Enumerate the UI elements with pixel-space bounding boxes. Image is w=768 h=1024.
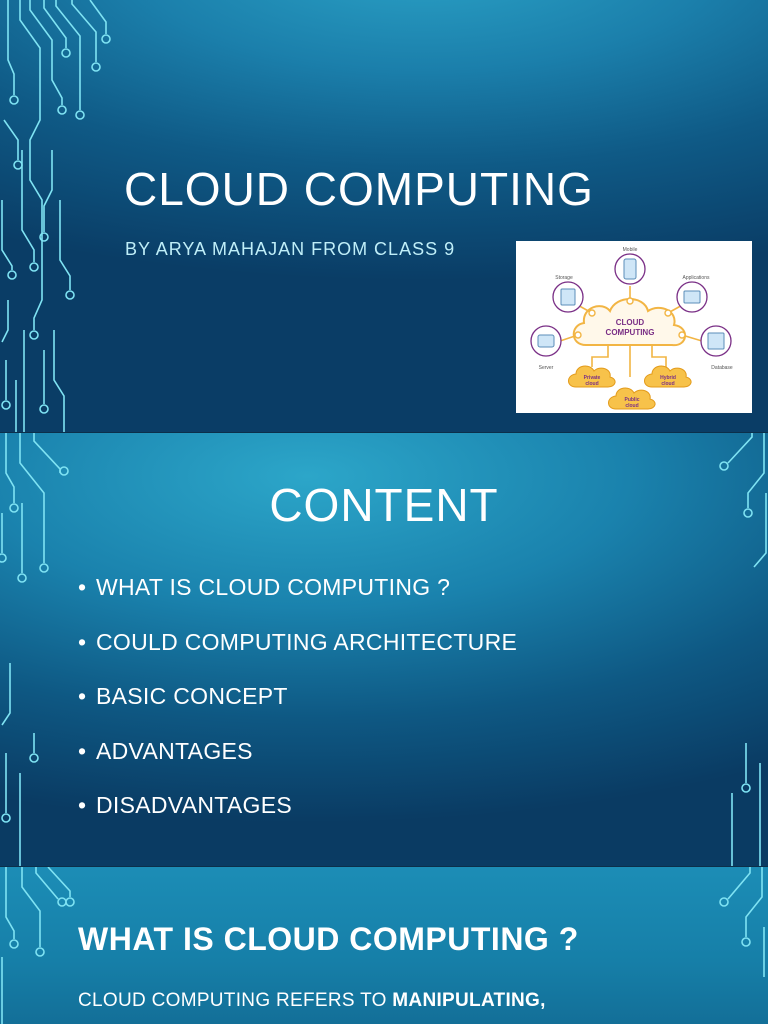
slide-background — [0, 867, 768, 1024]
diagram-label-mobile: Mobile — [623, 247, 638, 253]
list-item-text: BASIC CONCEPT — [96, 683, 288, 709]
circuit-decoration-left — [1, 0, 111, 432]
list-item: • DISADVANTAGES — [78, 792, 517, 847]
slide-subtitle: BY ARYA MAHAJAN FROM CLASS 9 — [125, 239, 456, 259]
list-item-text: WHAT IS CLOUD COMPUTING ? — [96, 574, 451, 600]
slide-title: CLOUD COMPUTING BY ARYA MAHAJAN FROM CLA… — [0, 0, 768, 432]
list-item: • ADVANTAGES — [78, 738, 517, 793]
list-item-text: DISADVANTAGES — [96, 792, 293, 818]
diagram-label-storage: Storage — [555, 275, 573, 281]
slide-title-heading: CLOUD COMPUTING — [124, 163, 594, 215]
definition-body: CLOUD COMPUTING REFERS TO MANIPULATING, — [78, 990, 546, 1012]
bullet-icon: • — [78, 574, 87, 600]
slide-divider — [0, 432, 768, 433]
slide-background — [0, 433, 768, 866]
diagram-label-server: Server — [539, 365, 554, 371]
content-heading: CONTENT — [269, 479, 499, 531]
circuit-decoration-right — [719, 433, 767, 866]
definition-body-bold: MANIPULATING, — [392, 990, 546, 1011]
bullet-icon: • — [78, 737, 87, 764]
definition-body-text: CLOUD COMPUTING REFERS TO — [78, 990, 393, 1011]
circuit-decoration-left — [1, 867, 75, 1024]
diagram-label-hybrid-1: Hybrid — [660, 375, 676, 381]
list-item-text: ADVANTAGES — [96, 737, 253, 764]
diagram-label-hybrid-2: cloud — [661, 381, 674, 387]
bullet-icon: • — [78, 792, 87, 818]
cloud-diagram-graphic: Mobile Storage Applications Server Datab… — [530, 247, 733, 410]
diagram-label-private-2: cloud — [585, 381, 598, 387]
circuit-decoration-left — [0, 433, 69, 866]
list-item-text: COULD COMPUTING ARCHITECTURE — [96, 628, 518, 655]
slide-content: CONTENT — [0, 433, 768, 866]
circuit-decoration-right — [719, 867, 765, 977]
cloud-computing-diagram: Mobile Storage Applications Server Datab… — [516, 241, 752, 413]
diagram-label-database: Database — [711, 365, 733, 371]
bullet-icon: • — [78, 683, 87, 709]
definition-heading: WHAT IS CLOUD COMPUTING ? — [78, 921, 579, 957]
bullet-icon: • — [78, 628, 87, 655]
slide-definition — [0, 867, 768, 1024]
diagram-center-line1: CLOUD — [616, 318, 645, 327]
list-item: • WHAT IS CLOUD COMPUTING ? — [78, 574, 517, 629]
slide-divider — [0, 866, 768, 867]
list-item: • BASIC CONCEPT — [78, 683, 517, 738]
content-list: • WHAT IS CLOUD COMPUTING ? • COULD COMPUT… — [78, 574, 517, 847]
diagram-label-public-1: Public — [624, 397, 639, 403]
diagram-label-private-1: Private — [584, 375, 601, 381]
diagram-label-applications: Applications — [683, 275, 710, 281]
list-item: • COULD COMPUTING ARCHITECTURE — [78, 629, 517, 684]
diagram-label-public-2: cloud — [625, 403, 638, 409]
diagram-center-line2: COMPUTING — [606, 328, 655, 337]
